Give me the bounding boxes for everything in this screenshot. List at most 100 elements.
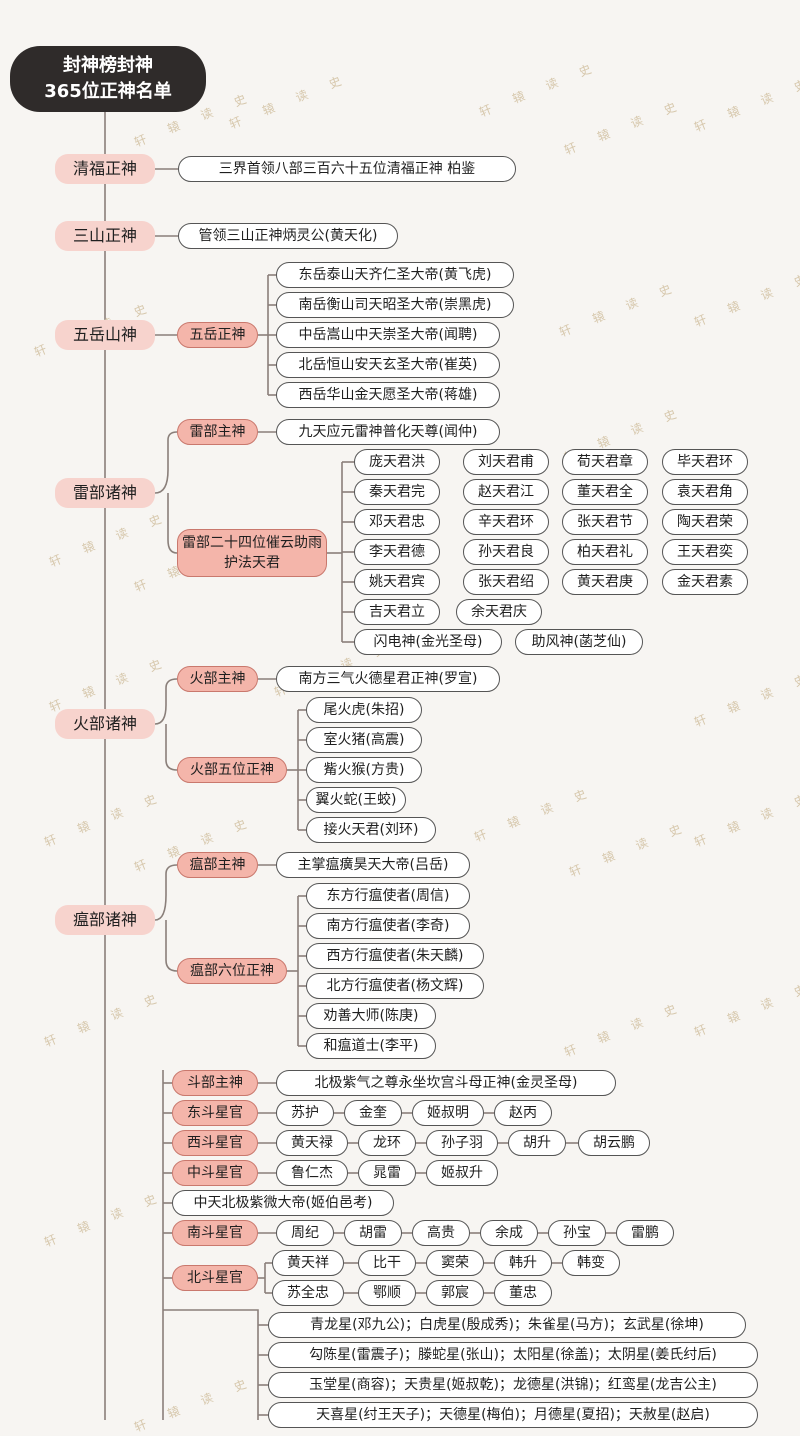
leaf-lei24: 毕天君环 <box>662 449 748 475</box>
leaf-wuyue-5: 西岳华山金天愿圣大帝(蒋雄) <box>276 382 500 408</box>
leaf-wen6: 劝善大师(陈庚) <box>306 1003 436 1029</box>
leaf-wuyue-4: 北岳恒山安天玄圣大帝(崔英) <box>276 352 500 378</box>
leaf-wuyue-1: 东岳泰山天齐仁圣大帝(黄飞虎) <box>276 262 514 288</box>
leaf-xidou: 胡升 <box>508 1130 566 1156</box>
sub-lei-24: 雷部二十四位催云助雨护法天君 <box>177 529 327 577</box>
leaf-lei24: 张天君节 <box>562 509 648 535</box>
connector <box>167 493 178 554</box>
leaf-stars: 青龙星(邓九公)；白虎星(殷成秀)；朱雀星(马方)；玄武星(徐坤) <box>268 1312 746 1338</box>
leaf-beidou: 窦荣 <box>426 1250 484 1276</box>
leaf-lei24: 闪电神(金光圣母) <box>354 629 502 655</box>
sub-wen-6: 瘟部六位正神 <box>177 958 287 984</box>
leaf-wuyue-3: 中岳嵩山中天崇圣大帝(闻聘) <box>276 322 500 348</box>
leaf-wuyue-2: 南岳衡山司天昭圣大帝(崇黑虎) <box>276 292 514 318</box>
sub-nandou: 南斗星官 <box>172 1220 258 1246</box>
leaf-lei24: 王天君奕 <box>662 539 748 565</box>
leaf-huo5: 接火天君(刘环) <box>306 817 436 843</box>
connector <box>165 724 178 771</box>
leaf-huo-zhushen: 南方三气火德星君正神(罗宣) <box>276 666 500 692</box>
leaf-lei24: 余天君庆 <box>456 599 542 625</box>
leaf-lei24: 吉天君立 <box>354 599 440 625</box>
leaf-dou-zhushen: 北极紫气之尊永坐坎宫斗母正神(金灵圣母) <box>276 1070 616 1096</box>
root-title: 封神榜封神 365位正神名单 <box>10 46 206 112</box>
leaf-nandou: 胡雷 <box>344 1220 402 1246</box>
category-qingfu: 清福正神 <box>55 154 155 184</box>
leaf-zhongtian: 中天北极紫微大帝(姬伯邑考) <box>172 1190 394 1216</box>
leaf-nandou: 雷鹏 <box>616 1220 674 1246</box>
leaf-lei24: 柏天君礼 <box>562 539 648 565</box>
leaf-huo5: 觜火猴(方贵) <box>306 757 422 783</box>
leaf-lei24: 庞天君洪 <box>354 449 440 475</box>
leaf-beidou: 韩变 <box>562 1250 620 1276</box>
connector <box>163 1309 259 1420</box>
leaf-huo5: 室火猪(高震) <box>306 727 422 753</box>
leaf-lei24: 赵天君江 <box>463 479 549 505</box>
sub-huo-zhushen: 火部主神 <box>177 666 258 692</box>
category-leibu: 雷部诸神 <box>55 478 155 508</box>
leaf-beidou: 苏全忠 <box>272 1280 344 1306</box>
leaf-wen6: 和瘟道士(李平) <box>306 1033 436 1059</box>
leaf-beidou: 比干 <box>358 1250 416 1276</box>
leaf-xidou: 胡云鹏 <box>578 1130 650 1156</box>
category-sanshan: 三山正神 <box>55 221 155 251</box>
sub-beidou: 北斗星官 <box>172 1265 258 1291</box>
category-wenbu: 瘟部诸神 <box>55 905 155 935</box>
leaf-lei24: 张天君绍 <box>463 569 549 595</box>
leaf-dongdou: 金奎 <box>344 1100 402 1126</box>
leaf-beidou: 黄天祥 <box>272 1250 344 1276</box>
sub-dou-zhushen: 斗部主神 <box>172 1070 258 1096</box>
leaf-lei24: 荀天君章 <box>562 449 648 475</box>
leaf-beidou: 董忠 <box>494 1280 552 1306</box>
sub-xidou: 西斗星官 <box>172 1130 258 1156</box>
connector <box>154 431 178 494</box>
root-title-line2: 365位正神名单 <box>44 81 172 102</box>
leaf-nandou: 周纪 <box>276 1220 334 1246</box>
sub-wen-zhushen: 瘟部主神 <box>177 852 258 878</box>
leaf-nandou: 余成 <box>480 1220 538 1246</box>
leaf-xidou: 孙子羽 <box>426 1130 498 1156</box>
leaf-nandou: 孙宝 <box>548 1220 606 1246</box>
leaf-lei24: 辛天君环 <box>463 509 549 535</box>
leaf-stars: 天喜星(纣王天子)；天德星(梅伯)；月德星(夏招)；天赦星(赵启) <box>268 1402 758 1428</box>
leaf-lei24: 刘天君甫 <box>463 449 549 475</box>
leaf-beidou: 韩升 <box>494 1250 552 1276</box>
leaf-wen6: 南方行瘟使者(李奇) <box>306 913 470 939</box>
leaf-qingfu: 三界首领八部三百六十五位清福正神 柏鉴 <box>178 156 516 182</box>
category-huobu: 火部诸神 <box>55 709 155 739</box>
leaf-huo5: 翼火蛇(王蛟) <box>306 787 406 813</box>
leaf-wen-zhushen: 主掌瘟癀昊天大帝(吕岳) <box>276 852 470 878</box>
root-title-line1: 封神榜封神 <box>63 55 153 76</box>
leaf-wen6: 北方行瘟使者(杨文辉) <box>306 973 484 999</box>
leaf-lei24: 李天君德 <box>354 539 440 565</box>
leaf-wen6: 西方行瘟使者(朱天麟) <box>306 943 484 969</box>
leaf-xidou: 黄天禄 <box>276 1130 348 1156</box>
leaf-lei24: 金天君素 <box>662 569 748 595</box>
sub-huo-5: 火部五位正神 <box>177 757 287 783</box>
leaf-huo5: 尾火虎(朱招) <box>306 697 422 723</box>
leaf-lei24: 袁天君角 <box>662 479 748 505</box>
leaf-nandou: 高贵 <box>412 1220 470 1246</box>
leaf-zhongdou: 姬叔升 <box>426 1160 498 1186</box>
sub-dongdou: 东斗星官 <box>172 1100 258 1126</box>
leaf-stars: 玉堂星(商容)；天贵星(姬叔乾)；龙德星(洪锦)；红鸾星(龙吉公主) <box>268 1372 758 1398</box>
leaf-lei24: 孙天君良 <box>463 539 549 565</box>
leaf-sanshan: 管领三山正神炳灵公(黄天化) <box>178 223 398 249</box>
leaf-zhongdou: 鲁仁杰 <box>276 1160 348 1186</box>
leaf-zhongdou: 晁雷 <box>358 1160 416 1186</box>
sub-wuyue-zhengshen: 五岳正神 <box>177 322 258 348</box>
sub-lei-zhushen: 雷部主神 <box>177 419 258 445</box>
leaf-lei24: 陶天君荣 <box>662 509 748 535</box>
leaf-lei24: 姚天君宾 <box>354 569 440 595</box>
leaf-wen6: 东方行瘟使者(周信) <box>306 883 470 909</box>
leaf-dongdou: 苏护 <box>276 1100 334 1126</box>
leaf-xidou: 龙环 <box>358 1130 416 1156</box>
leaf-beidou: 鄂顺 <box>358 1280 416 1306</box>
leaf-lei24: 助风神(菡芝仙) <box>515 629 643 655</box>
sub-zhongdou: 中斗星官 <box>172 1160 258 1186</box>
leaf-dongdou: 姬叔明 <box>412 1100 484 1126</box>
leaf-lei24: 秦天君完 <box>354 479 440 505</box>
leaf-lei24: 邓天君忠 <box>354 509 440 535</box>
leaf-lei24: 黄天君庚 <box>562 569 648 595</box>
category-wuyue: 五岳山神 <box>55 320 155 350</box>
